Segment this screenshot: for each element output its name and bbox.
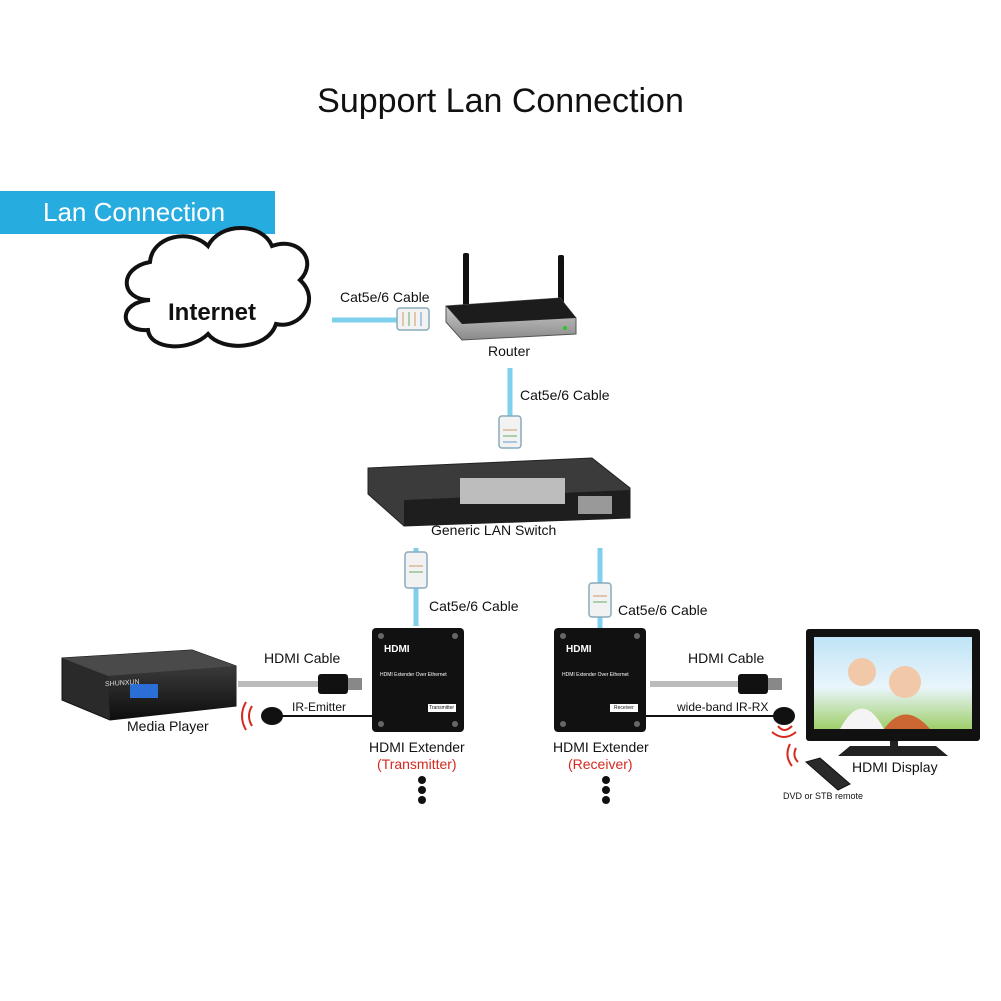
transmitter-label: HDMI Extender xyxy=(369,739,465,755)
cable-label-internet-router: Cat5e/6 Cable xyxy=(340,289,430,305)
hdmi-cable-player-side xyxy=(238,674,362,694)
transmitter-box-icon xyxy=(372,628,464,732)
ir-receiver-icon xyxy=(646,707,797,738)
router-label: Router xyxy=(488,343,531,359)
media-player-label: Media Player xyxy=(127,718,209,734)
remote-icon xyxy=(786,743,851,791)
receiver-logo: HDMI xyxy=(566,644,592,655)
continuation-dot xyxy=(418,776,426,784)
cable-label-switch-receiver: Cat5e/6 Cable xyxy=(618,602,708,618)
cable-label-router-switch: Cat5e/6 Cable xyxy=(520,387,610,403)
display-label: HDMI Display xyxy=(852,759,938,775)
ir-rx-label: wide-band IR-RX xyxy=(677,700,769,714)
hdmi-display-icon xyxy=(806,629,980,756)
transmitter-caption: HDMI Extender Over Ethernet xyxy=(380,672,447,678)
cable-label-switch-transmitter: Cat5e/6 Cable xyxy=(429,598,519,614)
transmitter-tag: Transmitter xyxy=(429,705,455,711)
cable-internet-router xyxy=(332,307,430,331)
remote-label: DVD or STB remote xyxy=(783,791,864,801)
continuation-dot xyxy=(418,796,426,804)
cable-router-switch xyxy=(498,368,522,449)
lan-switch-icon xyxy=(367,457,631,527)
internet-label: Internet xyxy=(168,299,257,326)
section-banner: Lan Connection xyxy=(0,191,275,234)
media-player-icon xyxy=(61,649,237,721)
receiver-caption: HDMI Extender Over Ethernet xyxy=(562,672,629,678)
continuation-dot xyxy=(602,776,610,784)
receiver-label: HDMI Extender xyxy=(553,739,649,755)
hdmi-cable-label-player: HDMI Cable xyxy=(264,650,341,666)
router-icon xyxy=(445,253,577,341)
hdmi-cable-label-display: HDMI Cable xyxy=(688,650,765,666)
page-title: Support Lan Connection xyxy=(317,82,684,120)
cable-switch-receiver xyxy=(588,548,612,628)
receiver-role: (Receiver) xyxy=(568,756,633,772)
receiver-tag: Receiver xyxy=(614,705,634,711)
cable-switch-transmitter xyxy=(404,548,428,626)
ir-emitter-label: IR-Emitter xyxy=(292,700,346,714)
receiver-box-icon xyxy=(554,628,646,732)
continuation-dot xyxy=(602,786,610,794)
hdmi-cable-display-side xyxy=(650,674,782,694)
transmitter-role: (Transmitter) xyxy=(377,756,457,772)
ir-emitter-icon xyxy=(241,701,372,731)
switch-label: Generic LAN Switch xyxy=(431,522,557,538)
continuation-dot xyxy=(418,786,426,794)
continuation-dot xyxy=(602,796,610,804)
internet-cloud-icon xyxy=(123,226,312,349)
transmitter-logo: HDMI xyxy=(384,644,410,655)
section-banner-label: Lan Connection xyxy=(43,197,226,227)
